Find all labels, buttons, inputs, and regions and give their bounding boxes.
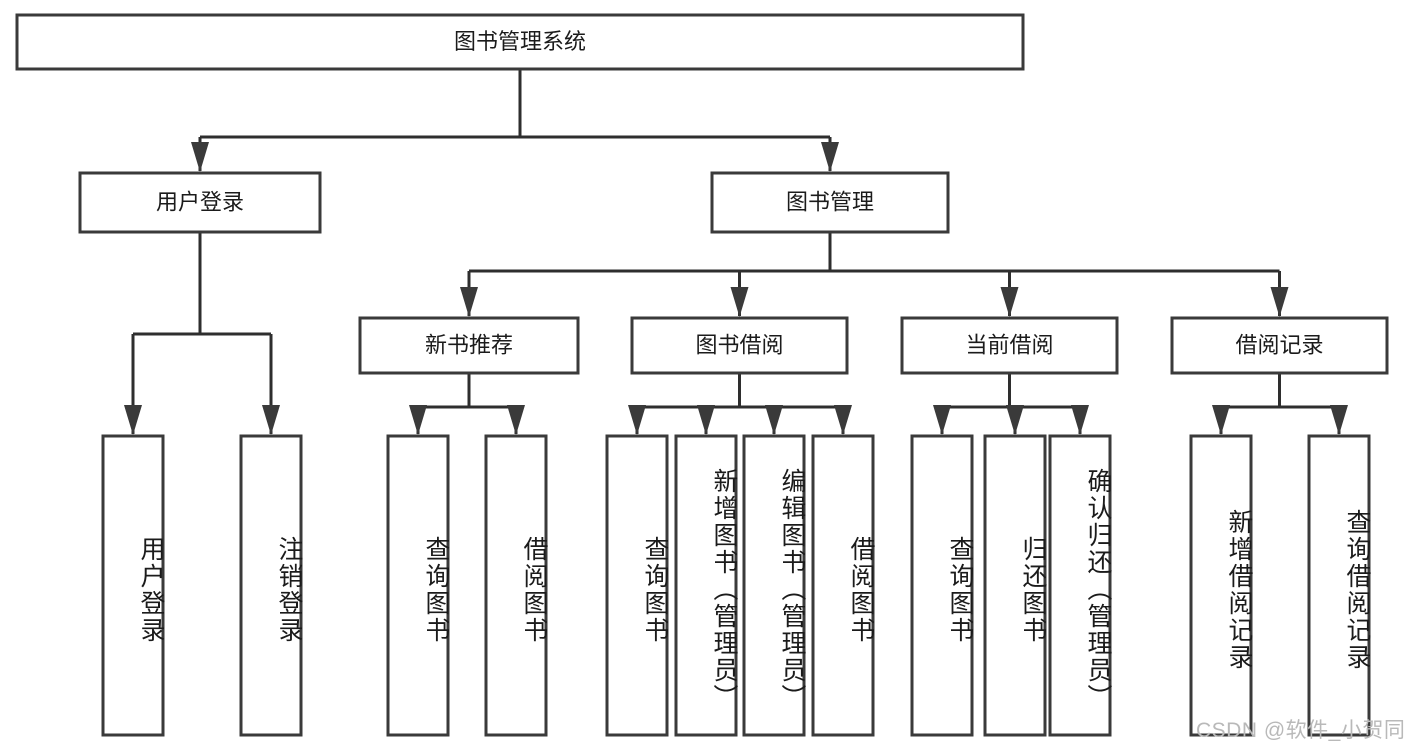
node-label-borrow-record: 借阅记录 bbox=[1235, 332, 1323, 357]
node-box-book-manage[interactable] bbox=[710, 171, 950, 234]
node-box-leaf-user-login[interactable] bbox=[101, 434, 165, 737]
node-box-borrow-record[interactable] bbox=[1170, 316, 1389, 375]
arrow-head-icon-leaf-query-borrow-record bbox=[1330, 405, 1348, 435]
node-box-leaf-add-book-admin[interactable] bbox=[674, 434, 738, 737]
arrow-head-icon-borrow-record bbox=[1270, 287, 1289, 317]
arrow-head-icon-leaf-edit-book-admin bbox=[765, 405, 783, 435]
node-box-leaf-borrow-book-1[interactable] bbox=[484, 434, 548, 737]
arrow-head-icon-leaf-query-book-3 bbox=[933, 405, 951, 435]
arrow-head-icon-book-borrow bbox=[730, 287, 749, 317]
node-box-leaf-add-borrow-record[interactable] bbox=[1189, 434, 1253, 737]
node-box-leaf-query-book-3[interactable] bbox=[910, 434, 974, 737]
csdn-watermark: CSDN @软件_小贺同学 bbox=[1196, 719, 1405, 742]
node-box-leaf-return-book[interactable] bbox=[983, 434, 1047, 737]
arrow-head-icon-leaf-user-logout bbox=[262, 405, 280, 435]
node-box-current-borrow[interactable] bbox=[900, 316, 1119, 375]
arrow-head-icon-leaf-return-book bbox=[1006, 405, 1024, 435]
node-label-new-book-recommend: 新书推荐 bbox=[425, 332, 513, 357]
node-box-leaf-user-logout[interactable] bbox=[239, 434, 303, 737]
node-label-user-login: 用户登录 bbox=[156, 189, 244, 214]
node-box-leaf-query-borrow-record[interactable] bbox=[1307, 434, 1371, 737]
connectors-layer bbox=[124, 69, 1348, 435]
node-label-book-manage: 图书管理 bbox=[786, 189, 874, 214]
arrow-head-icon-leaf-add-borrow-record bbox=[1212, 405, 1230, 435]
node-box-book-borrow[interactable] bbox=[630, 316, 849, 375]
node-box-new-book-recommend[interactable] bbox=[358, 316, 580, 375]
node-box-leaf-query-book-1[interactable] bbox=[386, 434, 450, 737]
node-label-root: 图书管理系统 bbox=[454, 29, 586, 54]
node-box-leaf-query-book-2[interactable] bbox=[605, 434, 669, 737]
boxes-layer bbox=[15, 13, 1389, 737]
arrow-head-icon-leaf-query-book-1 bbox=[409, 405, 427, 435]
node-box-leaf-edit-book-admin[interactable] bbox=[742, 434, 806, 737]
arrow-head-icon-leaf-user-login bbox=[124, 405, 142, 435]
node-label-book-borrow: 图书借阅 bbox=[695, 332, 783, 357]
arrow-head-icon-leaf-add-book-admin bbox=[697, 405, 715, 435]
arrow-head-icon-leaf-borrow-book-2 bbox=[834, 405, 852, 435]
arrow-head-icon-new-book-recommend bbox=[460, 287, 478, 317]
node-label-current-borrow: 当前借阅 bbox=[965, 332, 1053, 357]
arrow-head-icon-leaf-borrow-book-1 bbox=[507, 405, 525, 435]
node-box-root[interactable] bbox=[15, 13, 1025, 71]
arrow-head-icon-leaf-confirm-return bbox=[1071, 405, 1089, 435]
node-box-leaf-borrow-book-2[interactable] bbox=[811, 434, 875, 737]
arrow-head-icon-leaf-query-book-2 bbox=[628, 405, 646, 435]
arrow-head-icon-current-borrow bbox=[1000, 287, 1019, 317]
arrow-head-icon-book-manage bbox=[821, 142, 839, 172]
arrow-head-icon-user-login bbox=[191, 142, 209, 172]
node-box-leaf-confirm-return[interactable] bbox=[1048, 434, 1112, 737]
node-box-user-login[interactable] bbox=[78, 171, 322, 234]
